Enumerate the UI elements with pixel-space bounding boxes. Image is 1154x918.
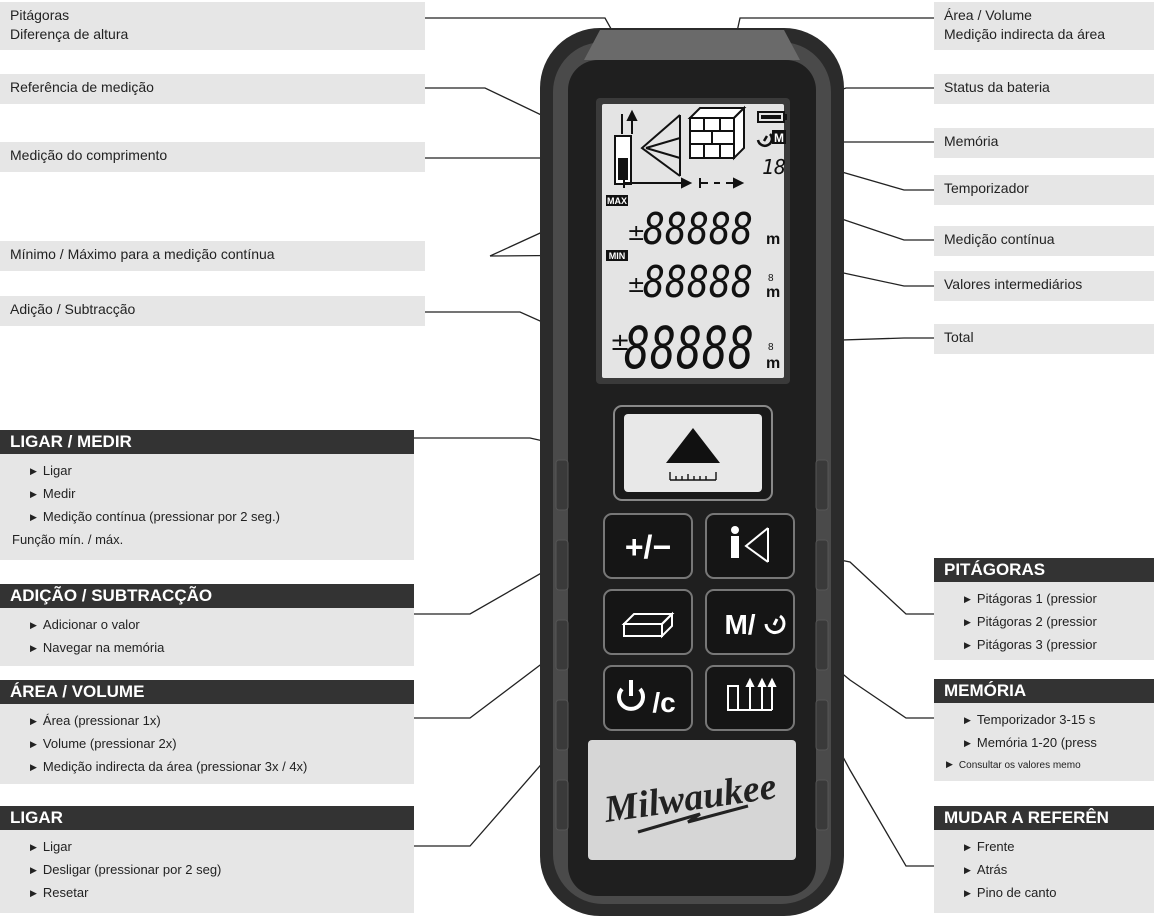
timer-icon xyxy=(756,133,774,147)
section-area-volume: ÁREA / VOLUME Área (pressionar 1x) Volum… xyxy=(0,680,414,784)
power-clear-button[interactable]: /c xyxy=(603,665,693,731)
unit-row3-exponent: 8 xyxy=(768,342,774,353)
list-item: Pino de canto xyxy=(934,882,1154,905)
memory-digits: 18 xyxy=(762,155,786,179)
length-arrow-icon xyxy=(623,177,693,189)
ruler-icon xyxy=(669,472,717,481)
list-item: Pitágoras 3 (pressior xyxy=(934,634,1154,657)
list-item: Resetar xyxy=(0,882,414,905)
digits-row2: 88888 xyxy=(643,257,753,308)
plusminus-row3: ± xyxy=(610,328,630,356)
power-clear-label: /c xyxy=(652,687,675,718)
unit-row2-exponent: 8 xyxy=(768,273,774,284)
unit-row3: m xyxy=(766,355,780,372)
label-total: Total xyxy=(934,324,1154,354)
min-badge: MIN xyxy=(609,251,626,261)
pythagoras-button[interactable] xyxy=(705,513,795,579)
triangle-up-icon xyxy=(666,428,720,463)
section-mudar-referencia: MUDAR A REFERÊN Frente Atrás Pino de can… xyxy=(934,806,1154,914)
area-volume-icon xyxy=(687,105,747,161)
list-item: Volume (pressionar 2x) xyxy=(0,733,414,756)
area-volume-button[interactable] xyxy=(603,589,693,655)
section-memoria: MEMÓRIA Temporizador 3-15 s Memória 1-20… xyxy=(934,679,1154,781)
section-title: MEMÓRIA xyxy=(934,679,1154,703)
label-comprimento: Medição do comprimento xyxy=(0,142,425,172)
brand-lightning-icon xyxy=(637,804,749,834)
section-title: LIGAR xyxy=(0,806,414,830)
memory-badge: M xyxy=(774,131,784,145)
label-adicao: Adição / Subtracção xyxy=(0,296,425,326)
section-ligar-medir: LIGAR / MEDIR Ligar Medir Medição contín… xyxy=(0,430,414,564)
box-icon xyxy=(621,611,675,639)
label-memoria: Memória xyxy=(934,128,1154,158)
device-top-cap xyxy=(584,30,800,60)
list-item: Medição indirecta da área (pressionar 3x… xyxy=(0,756,414,779)
lcd-screen xyxy=(602,104,784,378)
max-badge: MAX xyxy=(607,196,627,206)
reference-button[interactable] xyxy=(705,665,795,731)
continuous-arrow-icon xyxy=(699,177,745,189)
section-title: LIGAR / MEDIR xyxy=(0,430,414,454)
label-continua: Medição contínua xyxy=(934,226,1154,256)
list-item: Medir xyxy=(0,483,414,506)
unit-row2: m xyxy=(766,284,780,301)
list-item: Ligar xyxy=(0,836,414,859)
list-item: Navegar na memória xyxy=(0,637,414,660)
power-icon xyxy=(617,680,645,711)
section-pitagoras: PITÁGORAS Pitágoras 1 (pressior Pitágora… xyxy=(934,558,1154,660)
plus-minus-button[interactable]: +/− xyxy=(603,513,693,579)
section-title: ADIÇÃO / SUBTRACÇÃO xyxy=(0,584,414,608)
label-referencia: Referência de medição xyxy=(0,74,425,104)
list-item: Ligar xyxy=(0,460,414,483)
list-item: Pitágoras 2 (pressior xyxy=(934,611,1154,634)
digits-row3: 88888 xyxy=(624,314,754,382)
list-item: Temporizador 3-15 s xyxy=(934,709,1154,732)
label-temporizador: Temporizador xyxy=(934,175,1154,205)
list-item: Consultar os valores memo xyxy=(934,755,1154,776)
list-item: Adicionar o valor xyxy=(0,614,414,637)
label-minmax: Mínimo / Máximo para a medição contínua xyxy=(0,241,425,271)
timer-glyph-icon xyxy=(764,614,786,634)
memory-badge-bg xyxy=(772,130,786,144)
section-title: ÁREA / VOLUME xyxy=(0,680,414,704)
list-item: Medição contínua (pressionar por 2 seg.) xyxy=(0,506,414,529)
max-badge-bg xyxy=(606,195,628,206)
section-title: MUDAR A REFERÊN xyxy=(934,806,1154,830)
plusminus-row1: ± xyxy=(627,221,645,246)
device-side-grips xyxy=(555,459,829,831)
plusminus-row2: ± xyxy=(627,273,645,298)
list-item: Atrás xyxy=(934,859,1154,882)
unit-row1: m xyxy=(766,231,780,248)
label-bateria: Status da bateria xyxy=(934,74,1154,104)
list-item: Memória 1-20 (press xyxy=(934,732,1154,755)
list-item: Desligar (pressionar por 2 seg) xyxy=(0,859,414,882)
reference-icon xyxy=(614,109,638,185)
list-item: Pitágoras 1 (pressior xyxy=(934,588,1154,611)
memory-timer-button[interactable]: M/ xyxy=(705,589,795,655)
pythagoras-icon xyxy=(640,114,681,177)
person-triangle-icon xyxy=(731,526,769,563)
label-intermediarios: Valores intermediários xyxy=(934,271,1154,301)
measure-button[interactable] xyxy=(613,405,773,501)
memory-timer-label: M/ xyxy=(724,609,755,640)
min-badge-bg xyxy=(606,250,628,261)
section-adicao-subtraccao: ADIÇÃO / SUBTRACÇÃO Adicionar o valor Na… xyxy=(0,584,414,666)
digits-row1: 88888 xyxy=(643,204,753,255)
section-ligar: LIGAR Ligar Desligar (pressionar por 2 s… xyxy=(0,806,414,914)
list-item: Frente xyxy=(934,836,1154,859)
list-item: Função mín. / máx. xyxy=(12,532,124,547)
list-item: Área (pressionar 1x) xyxy=(0,710,414,733)
section-title: PITÁGORAS xyxy=(934,558,1154,582)
reference-select-icon xyxy=(727,677,777,711)
plus-minus-label: +/− xyxy=(625,529,671,565)
battery-icon xyxy=(757,111,787,123)
